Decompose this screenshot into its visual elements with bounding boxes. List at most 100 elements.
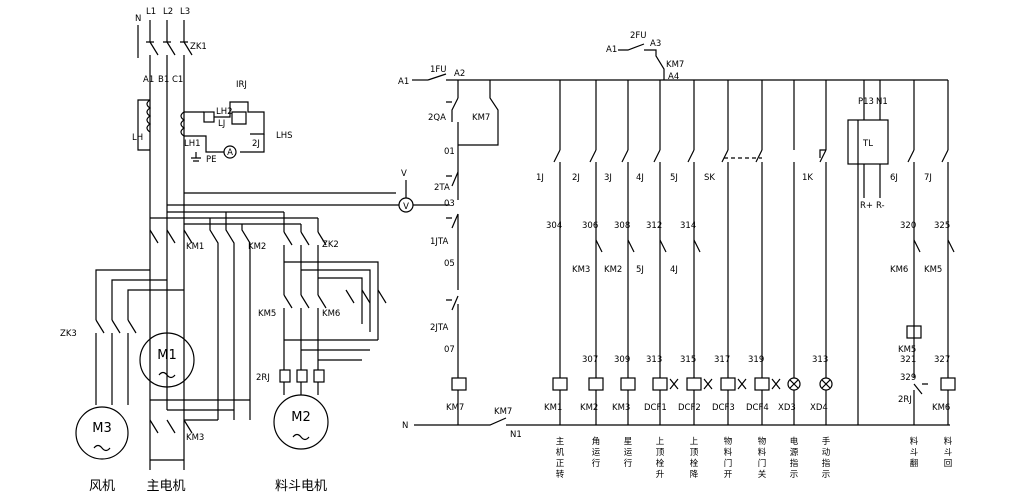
a1-top-label: A1	[606, 45, 617, 55]
column-9-interlock	[913, 239, 921, 253]
motor-m1	[139, 332, 195, 388]
column-10-coil	[940, 377, 956, 391]
lh-coil	[146, 99, 152, 133]
column-4-func-char-2: 栓	[690, 458, 699, 469]
tl-box	[847, 119, 889, 165]
thermal-2rj-b	[296, 369, 308, 383]
column-3-interlock	[659, 239, 667, 253]
n1b-label: N1	[876, 97, 888, 107]
column-1-interlock-label: KM3	[572, 265, 590, 275]
column-3-contact	[653, 149, 661, 163]
motor-m1-ac	[158, 371, 176, 379]
column-5-func-char-3: 开	[724, 470, 733, 480]
line-l3-label: L3	[180, 7, 190, 17]
column-7-func-char-3: 示	[790, 470, 799, 480]
zk2-feeds	[283, 212, 319, 232]
column-1-mid-label: 306	[582, 221, 598, 231]
irj-element	[231, 111, 247, 125]
column-10-coil-label: KM6	[932, 403, 950, 413]
bottom-bus	[414, 417, 950, 426]
lhs-wire	[240, 134, 265, 153]
a1-left-label: A1	[398, 77, 409, 87]
ammeter-symbol	[223, 145, 237, 159]
column-9-func-char-2: 翻	[910, 459, 919, 469]
column-9-func-char-1: 斗	[910, 448, 919, 458]
column-6-coil-label: DCF4	[746, 403, 769, 413]
a2-label: A2	[454, 69, 465, 79]
p13-label: P13	[858, 97, 874, 107]
column-8-contact-label: 1K	[802, 173, 813, 183]
ground-symbol	[191, 152, 201, 162]
node-05-label: 05	[444, 259, 455, 269]
rj2-label: 2RJ	[256, 373, 270, 383]
power-circuit: N L1 L2 L3 ZK1 A1 B1 C1 LH LH1 LH2 LJ IR…	[60, 7, 450, 494]
km3-contacts	[149, 419, 193, 434]
column-2-contact	[621, 149, 629, 163]
column-9-coil-label: KM5	[898, 345, 916, 355]
jta1-label: 1JTA	[430, 237, 448, 247]
voltmeter-leads	[167, 180, 450, 206]
column-9-coil	[906, 325, 922, 339]
ta2-label: 2TA	[434, 183, 450, 193]
column-10-interlock-label: KM5	[924, 265, 942, 275]
column-2-func-char-0: 星	[624, 437, 633, 447]
control-columns: 1J304KM1主机正转2J306KM3307KM2角运行3J308KM2309…	[536, 80, 956, 480]
phase-b1-label: B1	[158, 75, 169, 85]
motor-m2	[273, 394, 329, 450]
r-minus-label: R-	[876, 201, 885, 211]
km1-power-label: KM1	[186, 242, 204, 252]
km7-hold-label: KM7	[472, 113, 490, 123]
column-5-lower-label: 317	[714, 355, 730, 365]
thermal-2rj-c	[313, 369, 325, 383]
column-4-mid-label: 314	[680, 221, 696, 231]
tl-label: TL	[862, 139, 873, 149]
column-1-contact-label: 2J	[572, 173, 580, 183]
column-8-lamp-cross	[821, 379, 831, 389]
voltmeter-top-label: V	[401, 169, 407, 179]
qa2-label: 2QA	[428, 113, 446, 123]
column-5-valve-symbol	[737, 378, 747, 390]
column-9-contact	[907, 149, 915, 163]
column-1-func-char-0: 角	[592, 436, 601, 447]
column-7-coil-label: XD3	[778, 403, 796, 413]
a3-label: A3	[650, 39, 661, 49]
lh2-label: LH2	[216, 107, 233, 117]
column-10-func-char-1: 斗	[944, 448, 953, 458]
hopper-motor-label: 料斗电机	[275, 479, 327, 494]
column-3-func-char-1: 顶	[656, 448, 665, 458]
column-4-lower-label: 315	[680, 355, 696, 365]
motor-m2-ac	[292, 433, 310, 441]
column-10-lower-label: 327	[934, 355, 950, 365]
zk1-label: ZK1	[190, 42, 207, 52]
km6-power-label: KM6	[322, 309, 340, 319]
column-6-func-char-3: 关	[758, 469, 767, 480]
main-motor-label: 主电机	[146, 479, 185, 494]
km7-top-label: KM7	[666, 60, 684, 70]
column-5-func-char-1: 料	[724, 447, 733, 458]
ground-label: PE	[206, 155, 217, 165]
column-5-func-char-2: 门	[724, 458, 733, 469]
column-1-func-char-1: 运	[592, 448, 601, 458]
column-9-mid-label: 320	[900, 221, 916, 231]
column-4-interlock	[693, 239, 701, 253]
irj-label: IRJ	[236, 80, 247, 90]
km7-bottom-label: KM7	[494, 407, 512, 417]
column-9-thermal-contact	[913, 383, 928, 395]
node-01-label: 01	[444, 147, 455, 157]
column-7-func-char-0: 电	[790, 436, 799, 447]
column-0-mid-label: 304	[546, 221, 562, 231]
zk2-label: ZK2	[322, 240, 339, 250]
column-3-coil-label: DCF1	[644, 403, 667, 413]
column-8-contact	[819, 149, 827, 163]
node-07-label: 07	[444, 345, 455, 355]
voltmeter-label: V	[403, 202, 409, 212]
ammeter-label: A	[227, 148, 233, 158]
column-0-func-char-2: 正	[556, 459, 565, 469]
lh1-coil	[180, 111, 186, 137]
column-6-valve-symbol	[771, 378, 781, 390]
column-2-lower-label: 309	[614, 355, 630, 365]
column-9-rj-label: 2RJ	[898, 395, 912, 405]
column-6-func-char-2: 门	[758, 458, 767, 469]
column-3-func-char-3: 升	[656, 469, 665, 480]
